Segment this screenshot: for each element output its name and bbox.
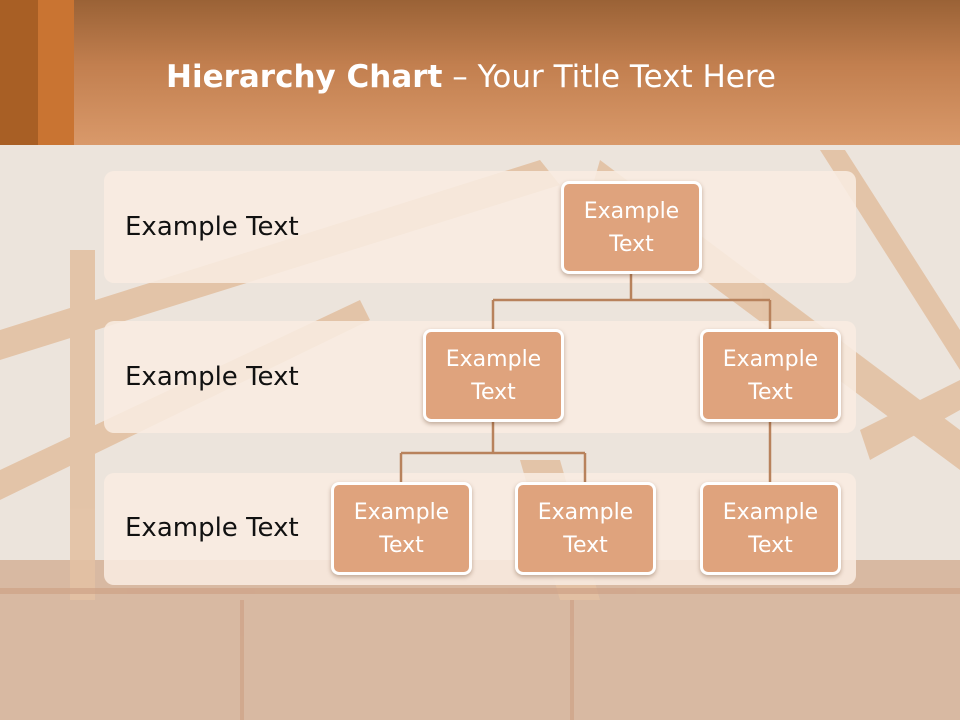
level-band-1 [104,171,856,283]
org-node-level3-a[interactable]: Example Text [331,482,472,575]
org-node-level3-b[interactable]: Example Text [515,482,656,575]
org-node-root[interactable]: Example Text [561,181,702,274]
slide-title[interactable]: Hierarchy Chart – Your Title Text Here [166,52,776,102]
org-node-level2-left-text: Example Text [445,346,542,405]
header-accent-stripe [0,0,38,145]
org-node-level2-right-text: Example Text [722,346,819,405]
org-node-level2-right[interactable]: Example Text [700,329,841,422]
org-node-root-text: Example Text [583,198,680,257]
org-node-level3-b-text: Example Text [537,499,634,558]
org-node-level3-a-text: Example Text [353,499,450,558]
level-label-3[interactable]: Example Text [125,513,299,543]
level-label-1[interactable]: Example Text [125,212,299,242]
header-accent-stripe-light [38,0,74,145]
title-bold-part: Hierarchy Chart [166,59,443,95]
title-regular-part: – Your Title Text Here [442,59,776,95]
org-node-level2-left[interactable]: Example Text [423,329,564,422]
org-node-level3-c[interactable]: Example Text [700,482,841,575]
org-node-level3-c-text: Example Text [722,499,819,558]
level-label-2[interactable]: Example Text [125,362,299,392]
slide-header [0,0,960,145]
